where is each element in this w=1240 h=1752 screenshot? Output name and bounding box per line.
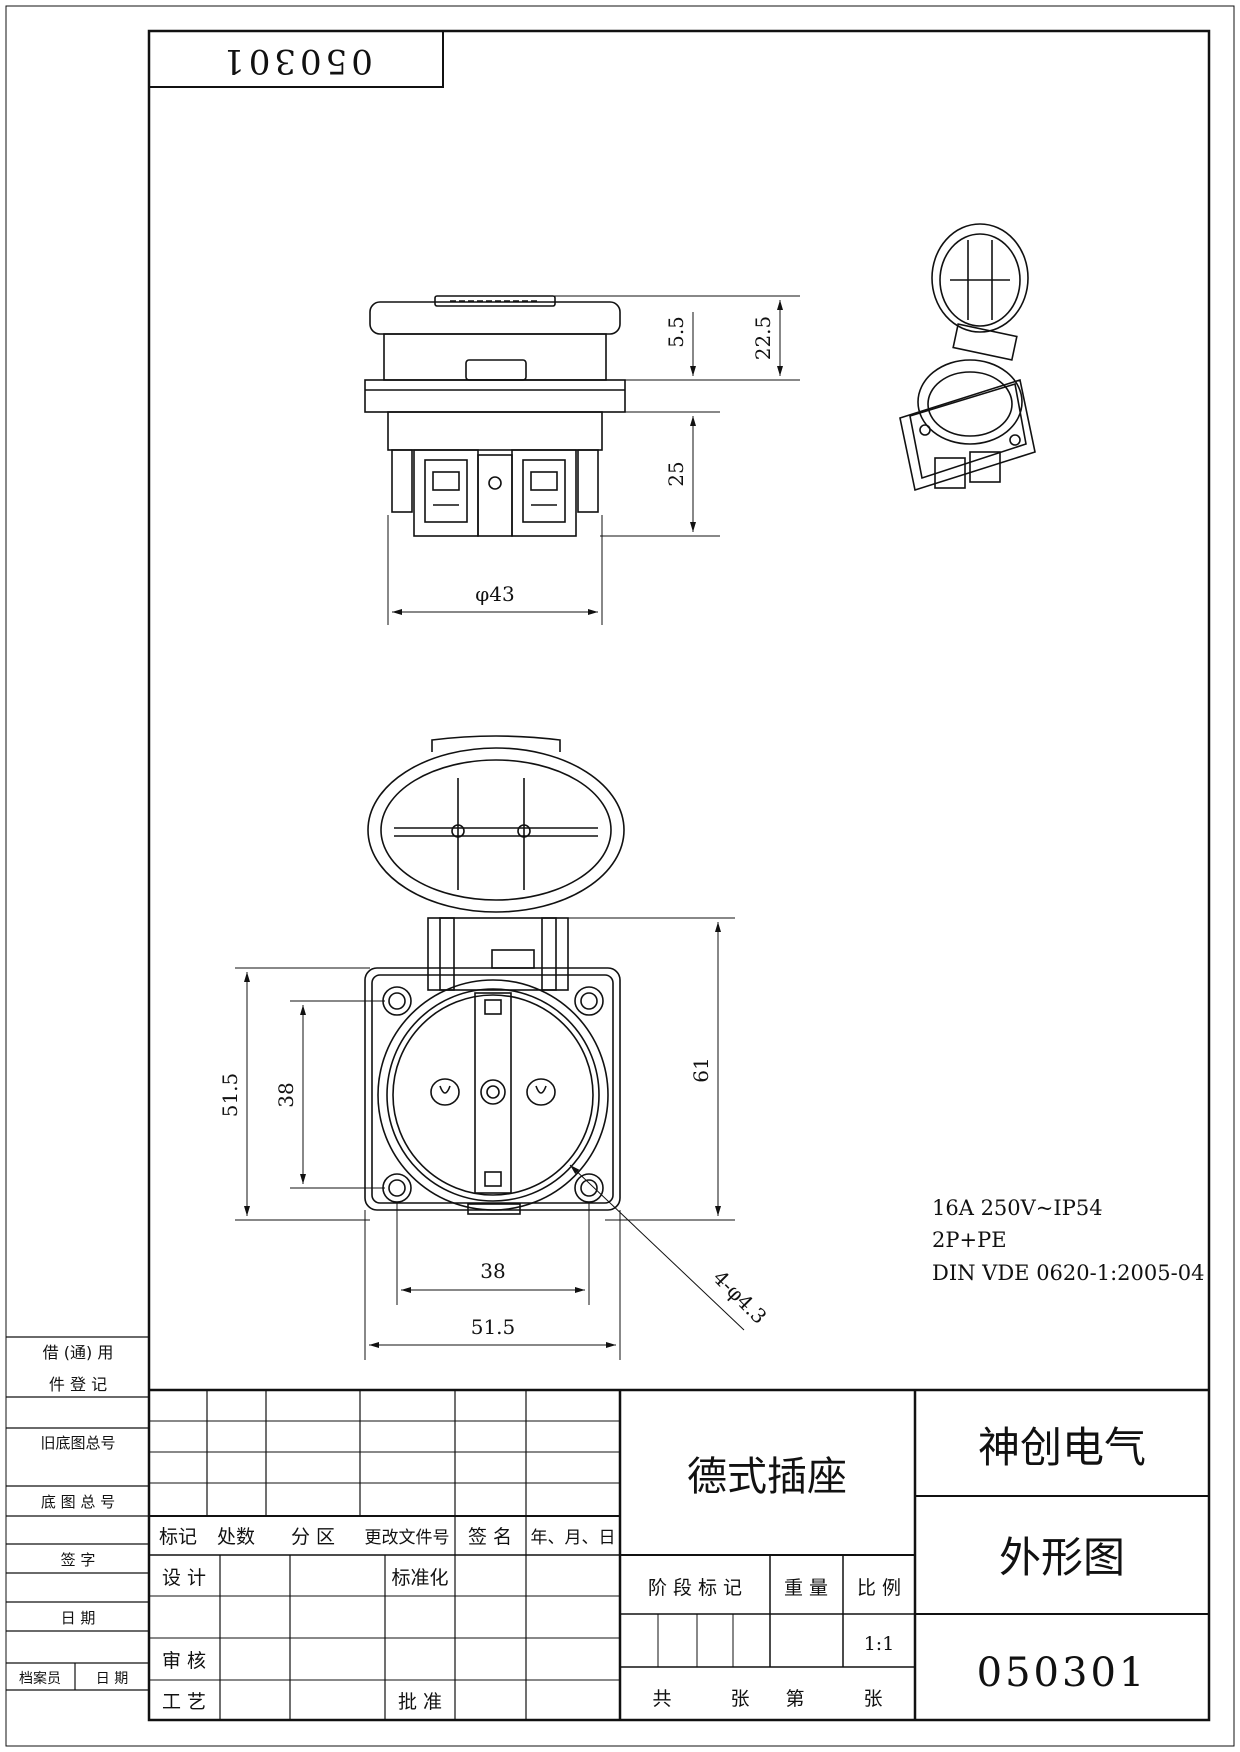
dim-5-5: 5.5 xyxy=(664,316,688,348)
revision-headers: 标记 处数 分 区 更改文件号 签 名 年、月、日 xyxy=(159,1526,616,1548)
company-name: 神创电气 xyxy=(978,1423,1146,1472)
total-sheets-label: 共 xyxy=(652,1688,671,1710)
base-number-label: 底 图 总 号 xyxy=(41,1493,115,1511)
dim-51-5-vertical: 51.5 xyxy=(218,1073,242,1118)
spec-notes: 16A 250V~IP54 2P+PE DIN VDE 0620-1:2005-… xyxy=(932,1196,1204,1285)
dim-51-5-horizontal: 51.5 xyxy=(471,1315,516,1339)
weight-label: 重 量 xyxy=(784,1577,828,1599)
drawing-number: 050301 xyxy=(977,1650,1148,1696)
sheets-label: 张 xyxy=(730,1688,749,1710)
scale-value: 1:1 xyxy=(864,1633,895,1655)
front-view-dimensions xyxy=(235,917,745,1360)
approve-label: 批 准 xyxy=(398,1691,442,1713)
rev-header-date: 年、月、日 xyxy=(531,1528,616,1548)
ratio-label: 比 例 xyxy=(857,1577,901,1599)
archivist-label: 档案员 xyxy=(19,1670,61,1687)
stamp-code-text: 050301 xyxy=(219,41,373,81)
title-block xyxy=(149,1388,1209,1720)
side-view-dimensions xyxy=(387,295,800,625)
review-label: 审 核 xyxy=(162,1650,206,1672)
rev-header-sign: 签 名 xyxy=(468,1526,512,1548)
sheet-no-label: 第 xyxy=(785,1688,804,1710)
side-view xyxy=(364,295,626,537)
dim-38-horizontal: 38 xyxy=(480,1259,505,1283)
borrow-record-line2: 件 登 记 xyxy=(49,1375,107,1394)
sheet-label: 张 xyxy=(863,1688,882,1710)
drawing-code-stamp: 050301 xyxy=(148,30,444,88)
spec-poles: 2P+PE xyxy=(932,1228,1007,1252)
drawing-type: 外形图 xyxy=(999,1533,1125,1582)
left-record-column xyxy=(6,1336,149,1691)
signature-label: 签 字 xyxy=(61,1551,96,1569)
rev-header-mark: 标记 xyxy=(159,1526,197,1548)
isometric-view xyxy=(899,223,1036,492)
dim-22-5: 22.5 xyxy=(751,316,775,361)
spec-standard: DIN VDE 0620-1:2005-04 xyxy=(932,1261,1204,1285)
spec-rating: 16A 250V~IP54 xyxy=(932,1196,1103,1220)
dim-phi43: φ43 xyxy=(475,582,514,606)
rev-header-zone: 分 区 xyxy=(291,1526,335,1548)
drawing-frame xyxy=(147,29,1211,1722)
dim-25: 25 xyxy=(664,461,688,486)
front-view xyxy=(364,735,625,1215)
date-label: 日 期 xyxy=(61,1609,96,1627)
rev-header-doc-no: 更改文件号 xyxy=(365,1528,450,1548)
old-base-number-label: 旧底图总号 xyxy=(40,1434,115,1452)
dim-mount-holes: 4-φ4.3 xyxy=(708,1265,771,1328)
design-label: 设 计 xyxy=(162,1567,206,1589)
outer-border xyxy=(5,5,1235,1747)
borrow-record-line1: 借 (通) 用 xyxy=(43,1343,114,1362)
dim-61: 61 xyxy=(689,1057,713,1082)
product-name: 德式插座 xyxy=(687,1454,847,1500)
archivist-date-label: 日 期 xyxy=(96,1671,128,1687)
stage-mark-label: 阶 段 标 记 xyxy=(648,1577,742,1599)
process-label: 工 艺 xyxy=(162,1691,206,1713)
rev-header-count: 处数 xyxy=(217,1526,255,1548)
standardize-label: 标准化 xyxy=(391,1567,448,1589)
dim-38-vertical: 38 xyxy=(274,1082,298,1107)
